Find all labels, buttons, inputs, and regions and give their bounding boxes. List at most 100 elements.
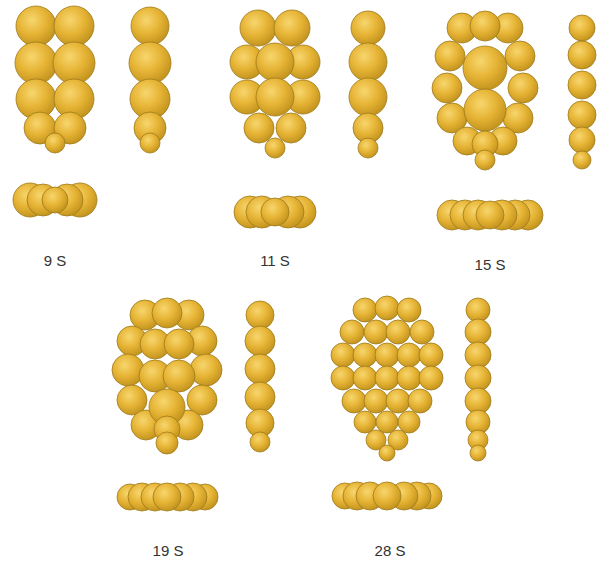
sphere (129, 42, 171, 84)
front-view (112, 298, 222, 454)
sphere (397, 298, 421, 322)
sphere (276, 113, 306, 143)
sphere (140, 133, 160, 153)
sphere (568, 101, 596, 129)
side-view (349, 11, 387, 158)
front-view (15, 6, 95, 153)
figure-label: 11 S (260, 252, 290, 269)
sphere (256, 78, 294, 116)
sphere (386, 320, 410, 344)
figure-label: 15 S (475, 256, 506, 273)
top-view (437, 200, 543, 230)
sphere (470, 11, 500, 41)
sphere (386, 389, 410, 413)
figure-label: 9 S (44, 252, 67, 269)
top-view (13, 183, 97, 217)
sphere (470, 445, 486, 461)
sphere (375, 296, 399, 320)
sphere (358, 138, 378, 158)
sphere (379, 445, 395, 461)
figure-label: 19 S (153, 542, 184, 559)
sphere (250, 432, 270, 452)
sphere (353, 343, 377, 367)
sphere (505, 41, 535, 71)
front-view (432, 11, 538, 170)
sphere (245, 382, 275, 412)
sphere (568, 71, 596, 99)
sphere (261, 198, 289, 226)
sphere (476, 201, 504, 229)
sphere (568, 41, 596, 69)
sphere (164, 329, 194, 359)
sphere (53, 42, 95, 84)
sphere (342, 389, 366, 413)
sphere (364, 320, 388, 344)
sphere (340, 320, 364, 344)
sphere (397, 343, 421, 367)
sphere (432, 73, 462, 103)
sphere (245, 354, 275, 384)
sphere (375, 366, 399, 390)
sphere (419, 343, 443, 367)
sphere (353, 366, 377, 390)
sphere (245, 326, 275, 356)
sphere (331, 366, 355, 390)
sphere (373, 482, 401, 510)
sphere (246, 301, 274, 329)
sphere (256, 43, 294, 81)
sphere (397, 366, 421, 390)
sphere (15, 42, 57, 84)
sphere (240, 10, 276, 46)
sphere (354, 411, 376, 433)
sphere (466, 298, 490, 322)
sphere (465, 365, 491, 391)
sphere (153, 483, 181, 511)
figure-label: 28 S (375, 542, 406, 559)
sphere (265, 138, 285, 158)
side-view (568, 15, 596, 169)
sphere (45, 133, 65, 153)
sphere (376, 411, 398, 433)
sphere (190, 354, 222, 386)
sphere (244, 113, 274, 143)
sphere (465, 319, 491, 345)
side-view (129, 7, 171, 153)
top-view (234, 196, 316, 228)
top-view (332, 482, 442, 510)
sphere (364, 389, 388, 413)
side-view (465, 298, 491, 461)
sphere (331, 343, 355, 367)
sphere (54, 6, 94, 46)
side-view (245, 301, 275, 452)
sphere (398, 411, 420, 433)
sphere (573, 151, 591, 169)
sphere (156, 432, 178, 454)
front-view (230, 10, 320, 158)
sphere (569, 127, 595, 153)
sphere (112, 354, 144, 386)
sphere (465, 342, 491, 368)
sphere (163, 360, 195, 392)
sphere (349, 78, 387, 116)
sphere (274, 10, 310, 46)
sphere (508, 73, 538, 103)
front-view (331, 296, 443, 461)
top-view (117, 483, 218, 511)
sphere (408, 389, 432, 413)
sphere (419, 366, 443, 390)
sphere (475, 150, 495, 170)
sphere (152, 298, 182, 328)
sphere (349, 43, 387, 81)
sphere (353, 298, 377, 322)
sphere (16, 6, 56, 46)
sphere (131, 7, 169, 45)
sphere (569, 15, 595, 41)
sphere (435, 41, 465, 71)
sphere (410, 320, 434, 344)
sphere (463, 46, 507, 90)
sphere (351, 11, 385, 45)
sphere (375, 343, 399, 367)
sphere (464, 89, 506, 131)
sphere (42, 187, 68, 213)
